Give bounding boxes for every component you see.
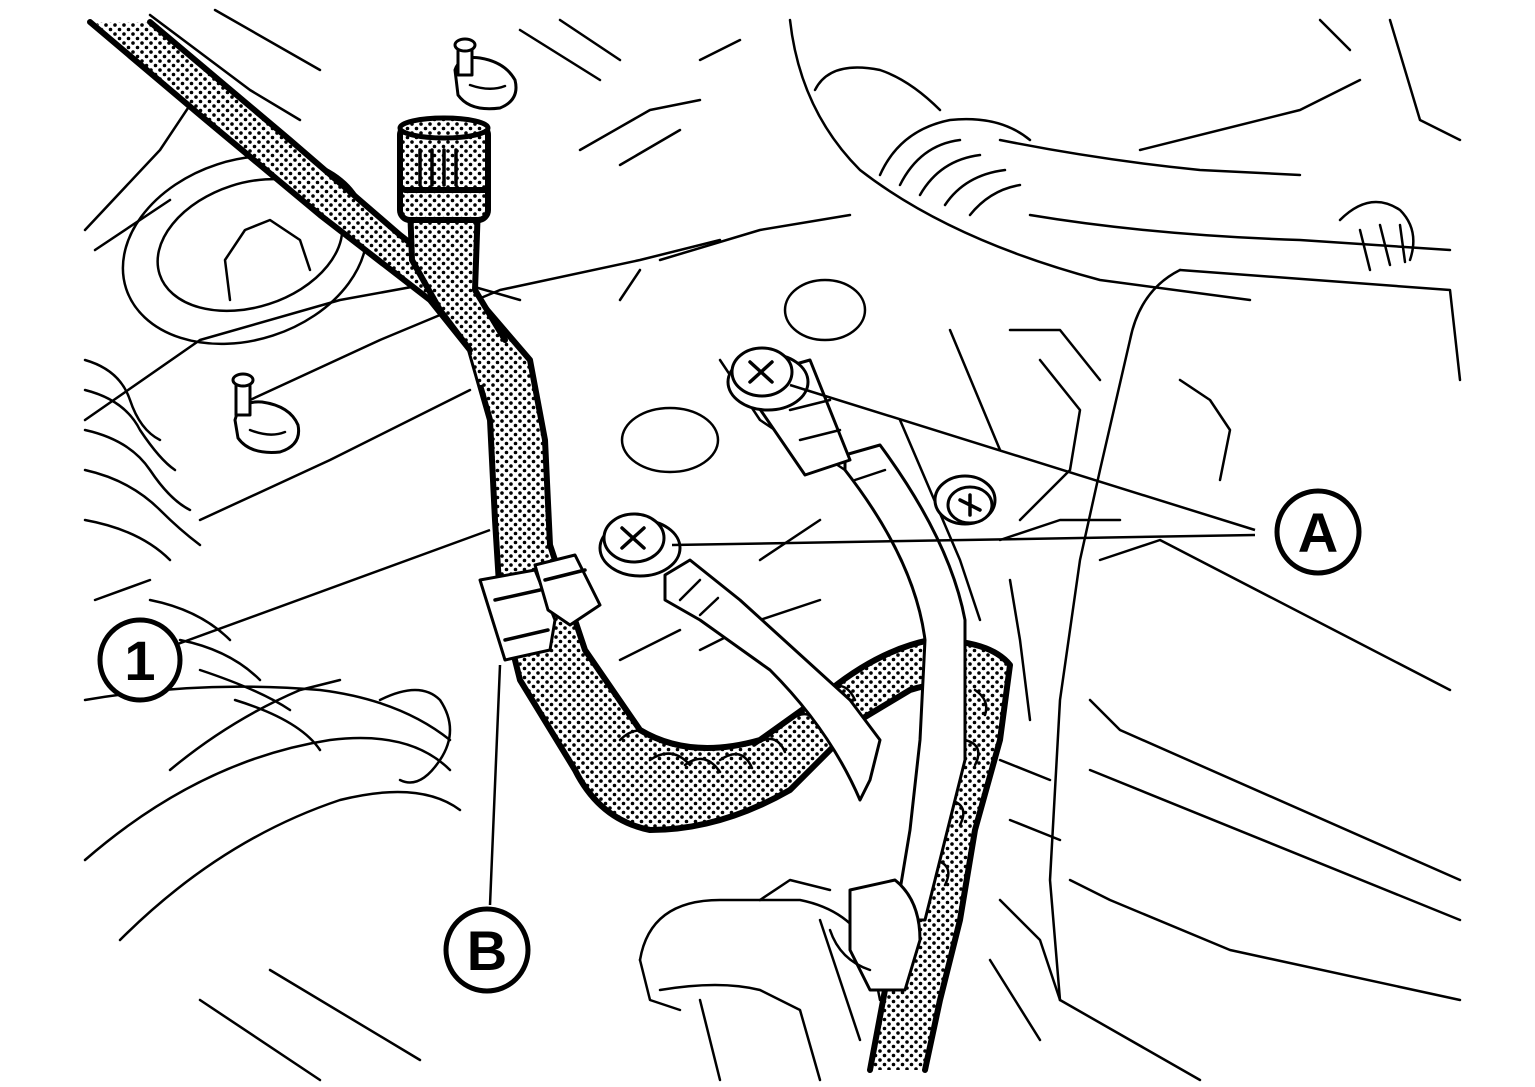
leader-a-lower — [671, 533, 1256, 547]
bolt-right — [933, 474, 997, 526]
callout-b: B — [443, 906, 531, 994]
dipstick-tube — [397, 115, 520, 385]
callout-1: 1 — [97, 617, 183, 703]
ground-bolts — [598, 346, 997, 578]
callout-1-label: 1 — [124, 629, 155, 692]
stud-bolt-lower — [231, 372, 301, 454]
stud-bolt-upper — [453, 37, 518, 111]
stud-bolts — [231, 37, 518, 454]
harness-clip — [478, 553, 602, 662]
engine-background-lines — [83, 8, 1462, 1082]
ground-bolt-upper — [726, 346, 810, 412]
callout-a-label: A — [1298, 501, 1338, 564]
leader-1 — [174, 528, 491, 647]
callout-b-label: B — [467, 919, 507, 982]
leader-lines — [174, 383, 1256, 906]
leader-b — [488, 664, 502, 906]
callout-a: A — [1274, 488, 1362, 576]
dipstick-cap — [397, 115, 491, 223]
ground-bolt-lower — [598, 512, 682, 578]
leader-a-upper — [789, 383, 1256, 532]
